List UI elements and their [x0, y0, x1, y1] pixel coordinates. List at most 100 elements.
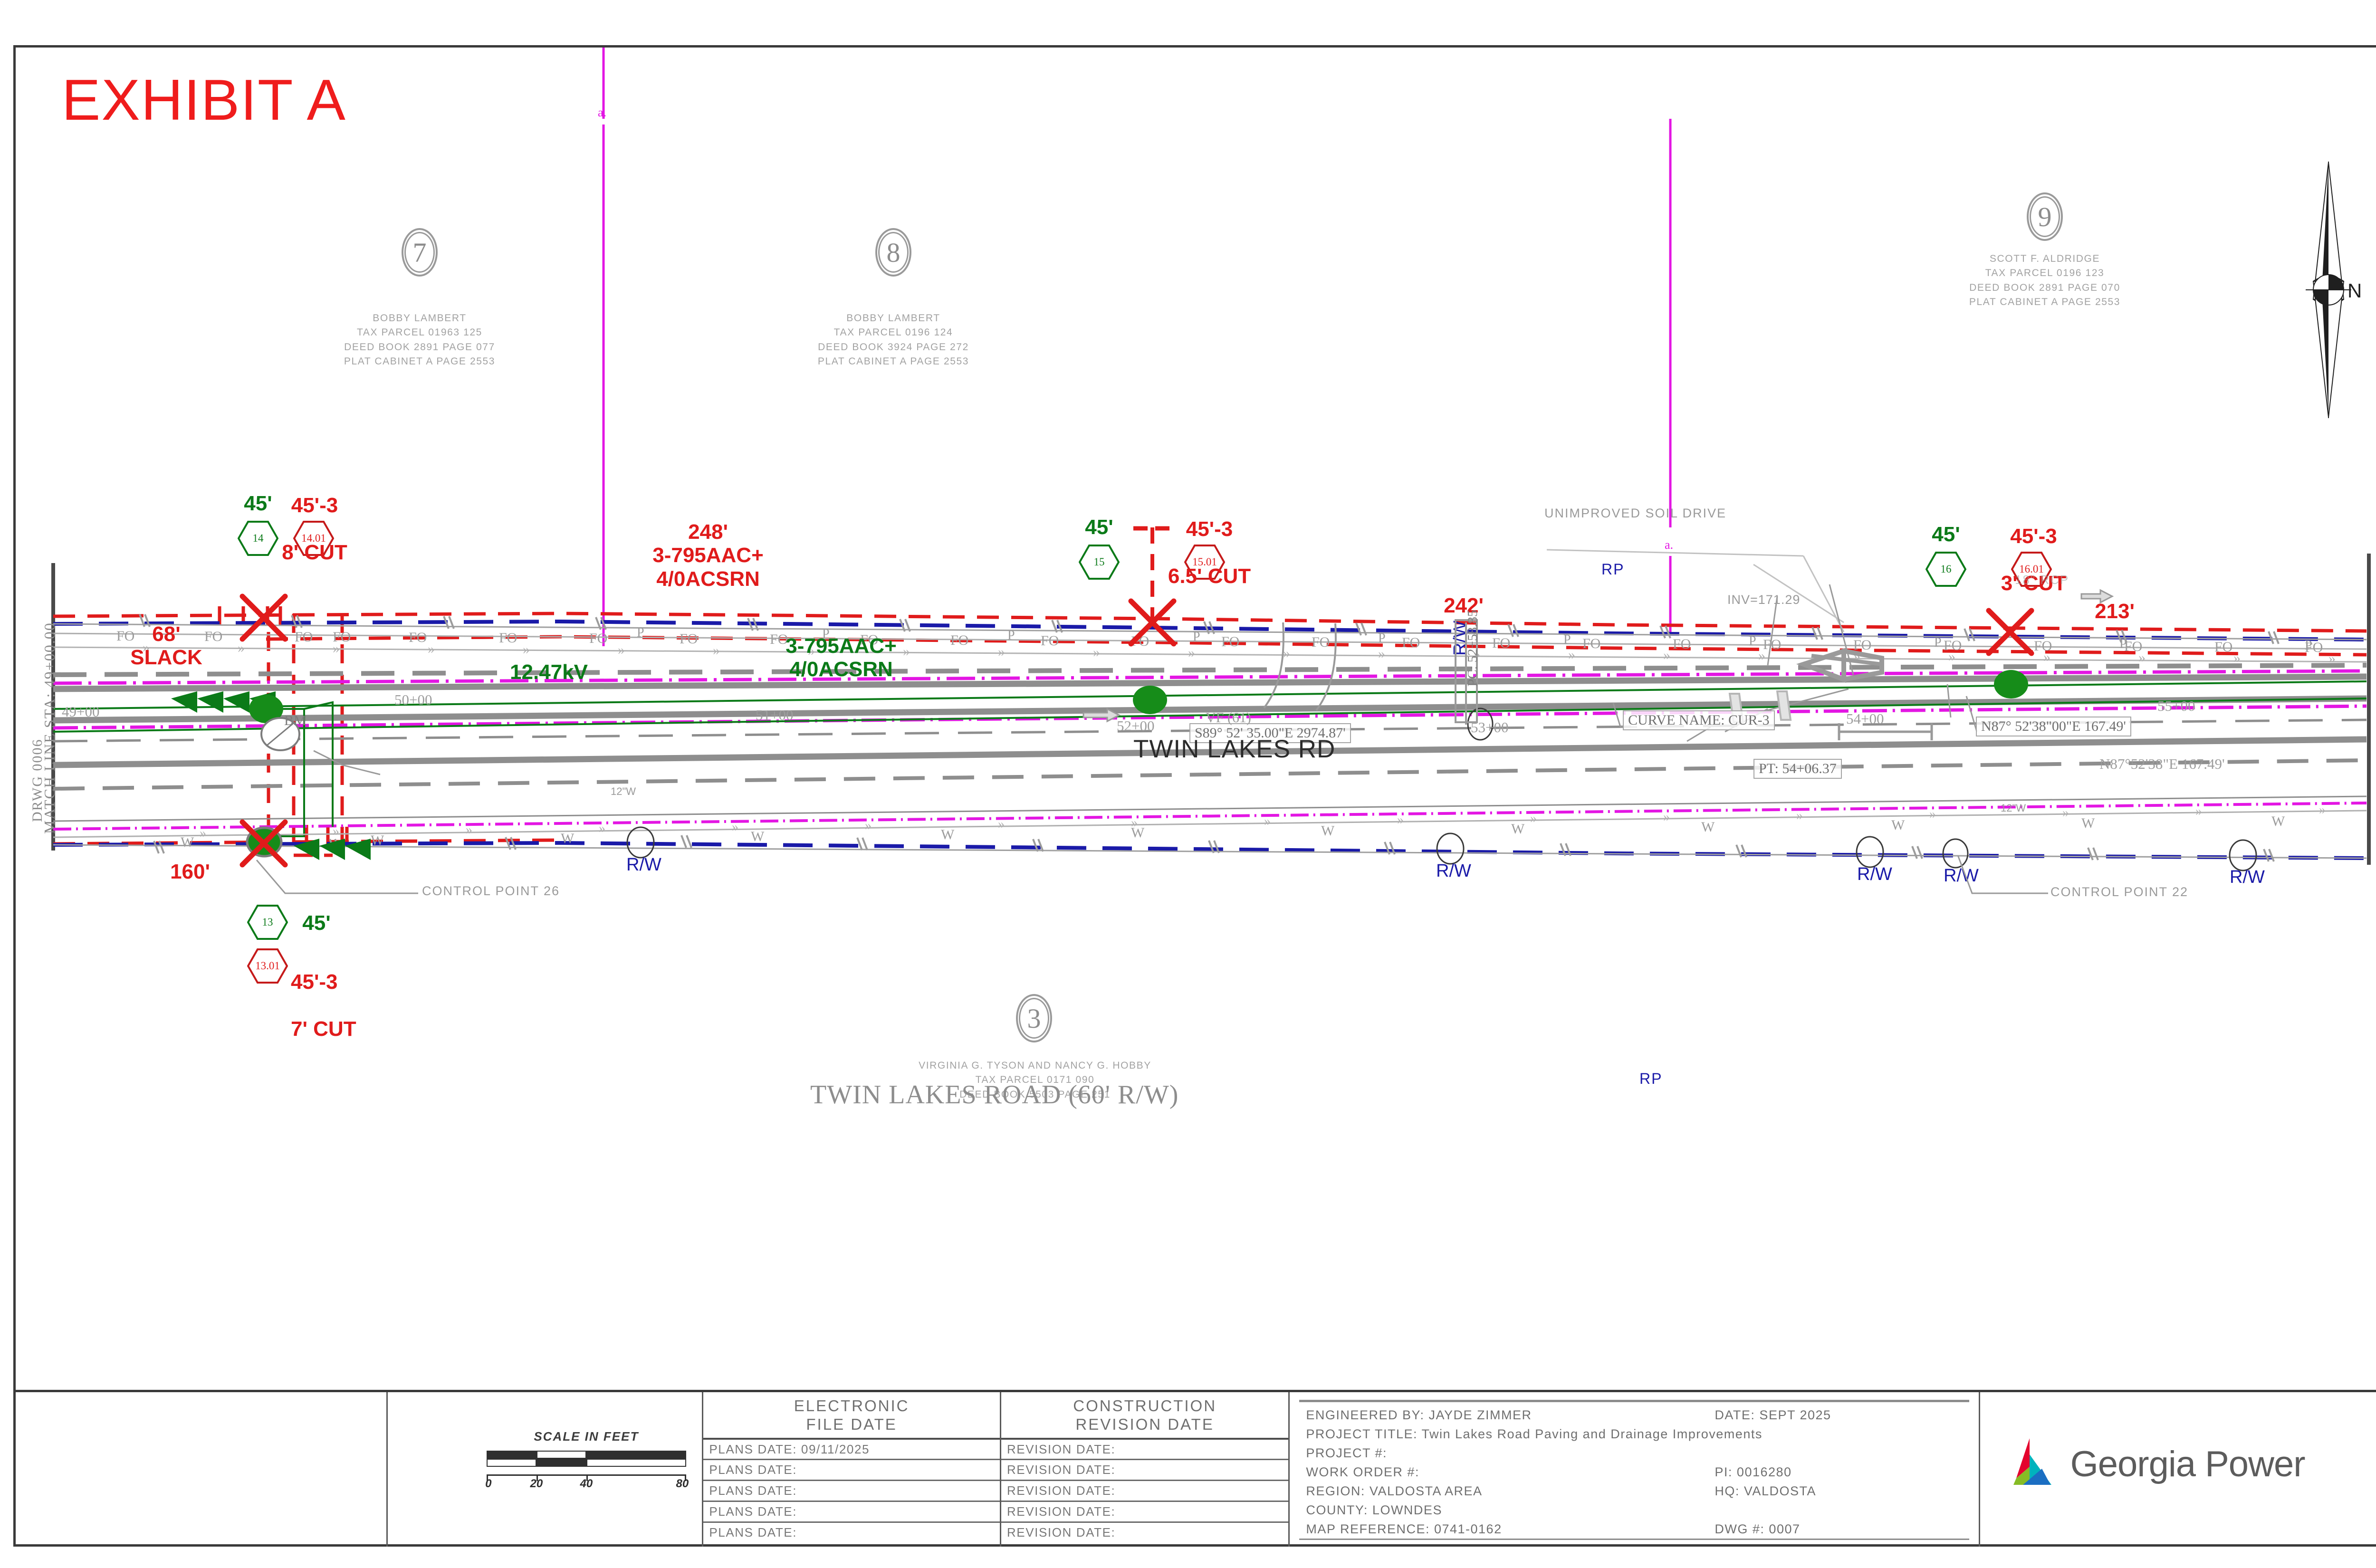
- parcel-plat: PLAT CABINET A PAGE 2553: [344, 356, 496, 367]
- pole-hex-label: 16.01: [2019, 563, 2044, 575]
- pole-hex-15[interactable]: 15: [1079, 544, 1120, 580]
- plans-date-row[interactable]: PLANS DATE:: [703, 1521, 1000, 1542]
- revision-date-row[interactable]: REVISION DATE:: [1001, 1521, 1289, 1542]
- svg-text:»: »: [1796, 808, 1803, 823]
- station-55: 55+00: [2157, 698, 2195, 714]
- svg-text:FO: FO: [1673, 636, 1691, 652]
- svg-text:a.: a.: [1665, 538, 1673, 552]
- parcel-plat: PLAT CABINET A PAGE 2553: [1969, 296, 2121, 308]
- parcel-bubble-3[interactable]: 3: [1016, 994, 1052, 1042]
- control-point-22-label: CONTROL POINT 22: [2050, 885, 2189, 899]
- span-160-callout: 160': [170, 860, 210, 883]
- svg-text:P: P: [2305, 638, 2312, 653]
- pole-hex-16-01[interactable]: 16.01: [2011, 551, 2052, 587]
- parcel-bubble-9[interactable]: 9: [2027, 192, 2063, 241]
- pole-hex-13-01[interactable]: 13.01: [247, 948, 288, 984]
- parcel-number: 9: [2038, 201, 2052, 232]
- svg-text:»: »: [618, 642, 625, 658]
- plans-date-row[interactable]: PLANS DATE:: [703, 1459, 1000, 1480]
- svg-text:»: »: [200, 826, 206, 841]
- pole-13-01-callout: 45'-3 7' CUT: [291, 947, 386, 1041]
- svg-text:R/W: R/W: [2230, 867, 2265, 887]
- pole-14-01-callout: 45'-3 8' CUT: [277, 470, 353, 564]
- pole-hex-13[interactable]: 13: [247, 904, 288, 940]
- project-number-line: PROJECT #:: [1306, 1446, 1962, 1465]
- svg-text:P: P: [822, 627, 830, 641]
- parcel-ring-inner: [1019, 998, 1049, 1039]
- span-213-callout: 213': [2095, 600, 2135, 623]
- pole-height: 45'-3: [291, 494, 338, 517]
- plans-date-row[interactable]: PLANS DATE: 09/11/2025: [703, 1438, 1000, 1459]
- match-line-left-drwg: DRWG 0006: [29, 738, 45, 822]
- parcel-owner: BOBBY LAMBERT: [373, 313, 467, 324]
- pole-cut: 7' CUT: [291, 1017, 356, 1041]
- water-size-label-right: 12"W: [2001, 802, 2026, 814]
- svg-text:»: »: [1093, 644, 1100, 660]
- pole-hex-14-01[interactable]: 14.01: [293, 520, 334, 556]
- station-54: 54+00: [1846, 710, 1884, 727]
- pole-cut: 8' CUT: [282, 540, 347, 564]
- svg-text:FO: FO: [1492, 635, 1510, 651]
- revision-date-row[interactable]: REVISION DATE:: [1001, 1459, 1289, 1480]
- plans-date-rows: PLANS DATE: 09/11/2025 PLANS DATE: PLANS…: [703, 1438, 1000, 1547]
- parcel-bubble-7[interactable]: 7: [402, 228, 438, 277]
- project-title: PROJECT TITLE: Twin Lakes Road Paving an…: [1306, 1427, 1763, 1441]
- svg-text:P: P: [1378, 631, 1386, 646]
- engineering-info-column: ENGINEERED BY: JAYDE ZIMMER DATE: SEPT 2…: [1290, 1392, 1980, 1547]
- svg-text:R/W: R/W: [626, 855, 661, 875]
- georgia-power-mark-icon: [2013, 1438, 2051, 1485]
- parcel-info-3: VIRGINIA G. TYSON AND NANCY G. HOBBY TAX…: [892, 1059, 1178, 1102]
- svg-text:»: »: [865, 818, 872, 833]
- pole-hex-14[interactable]: 14: [238, 520, 278, 556]
- pole-16-height-callout: 45': [1932, 523, 1960, 546]
- revision-date-row[interactable]: REVISION DATE:: [1001, 1480, 1289, 1501]
- svg-text:W: W: [1891, 817, 1905, 833]
- station-53: 53+00: [1471, 719, 1509, 736]
- svg-text:P: P: [1007, 628, 1015, 643]
- parcel-ring-outer: [875, 228, 911, 277]
- svg-text:»: »: [1948, 649, 1955, 664]
- scale-column: SCALE IN FEET 0 20 40 80: [388, 1392, 704, 1547]
- svg-text:»: »: [238, 640, 245, 656]
- parcel-ring-inner: [2030, 196, 2060, 237]
- scale-tick-0: 0: [485, 1477, 492, 1490]
- svg-text:»: »: [2319, 803, 2326, 817]
- plans-date-row[interactable]: PLANS DATE:: [703, 1480, 1000, 1501]
- svg-text:W: W: [2081, 815, 2095, 831]
- region: REGION: VALDOSTA AREA: [1306, 1484, 1483, 1498]
- pole-height: 45'-3: [1186, 517, 1233, 541]
- pole-hex-15-01[interactable]: 15.01: [1184, 544, 1225, 580]
- dwg-number: DWG #: 0007: [1715, 1522, 1801, 1536]
- pole-14-height-callout: 45': [244, 492, 272, 515]
- electronic-file-date-column: ELECTRONIC FILE DATE PLANS DATE: 09/11/2…: [703, 1392, 1001, 1547]
- parcel-owner: BOBBY LAMBERT: [846, 313, 940, 324]
- revision-date-row[interactable]: REVISION DATE:: [1001, 1438, 1289, 1459]
- georgia-power-wordmark: Georgia Power: [2070, 1444, 2306, 1484]
- parcel-ring-outer: [1016, 994, 1052, 1042]
- svg-text:FO: FO: [295, 629, 313, 645]
- pole-15-height-callout: 45': [1085, 516, 1113, 539]
- parcel-ring-inner: [404, 232, 435, 273]
- svg-text:»: »: [2062, 805, 2069, 820]
- parcel-ring-outer: [2027, 192, 2063, 241]
- north-letter: N: [2347, 279, 2362, 302]
- revision-date-row[interactable]: REVISION DATE:: [1001, 1501, 1289, 1521]
- svg-text:P: P: [1934, 635, 1942, 650]
- road-name-lower-label: TWIN LAKES ROAD (60' R/W): [810, 1080, 1179, 1109]
- map-reference-line: MAP REFERENCE: 0741-0162 DWG #: 0007: [1306, 1522, 1962, 1541]
- engineered-by: ENGINEERED BY: JAYDE ZIMMER: [1306, 1408, 1532, 1422]
- parcel-info-8: BOBBY LAMBERT TAX PARCEL 0196 124 DEED B…: [798, 311, 988, 369]
- parcel-owner: VIRGINIA G. TYSON AND NANCY G. HOBBY: [919, 1060, 1151, 1071]
- pole-hex-16[interactable]: 16: [1926, 551, 1966, 587]
- plans-date-row[interactable]: PLANS DATE:: [703, 1501, 1000, 1521]
- title-block: SCALE IN FEET 0 20 40 80: [13, 1390, 2376, 1547]
- parcel-bubble-8[interactable]: 8: [875, 228, 911, 277]
- pole-cut: 3' CUT: [2001, 571, 2067, 595]
- svg-text:»: »: [1758, 648, 1765, 663]
- svg-text:FO: FO: [1853, 637, 1871, 653]
- svg-text:FO: FO: [1763, 637, 1781, 652]
- curve-name-label: CURVE NAME: CUR-3: [1623, 710, 1775, 730]
- svg-text:W: W: [941, 827, 955, 842]
- svg-text:FO: FO: [680, 631, 698, 647]
- svg-text:FO: FO: [116, 628, 134, 644]
